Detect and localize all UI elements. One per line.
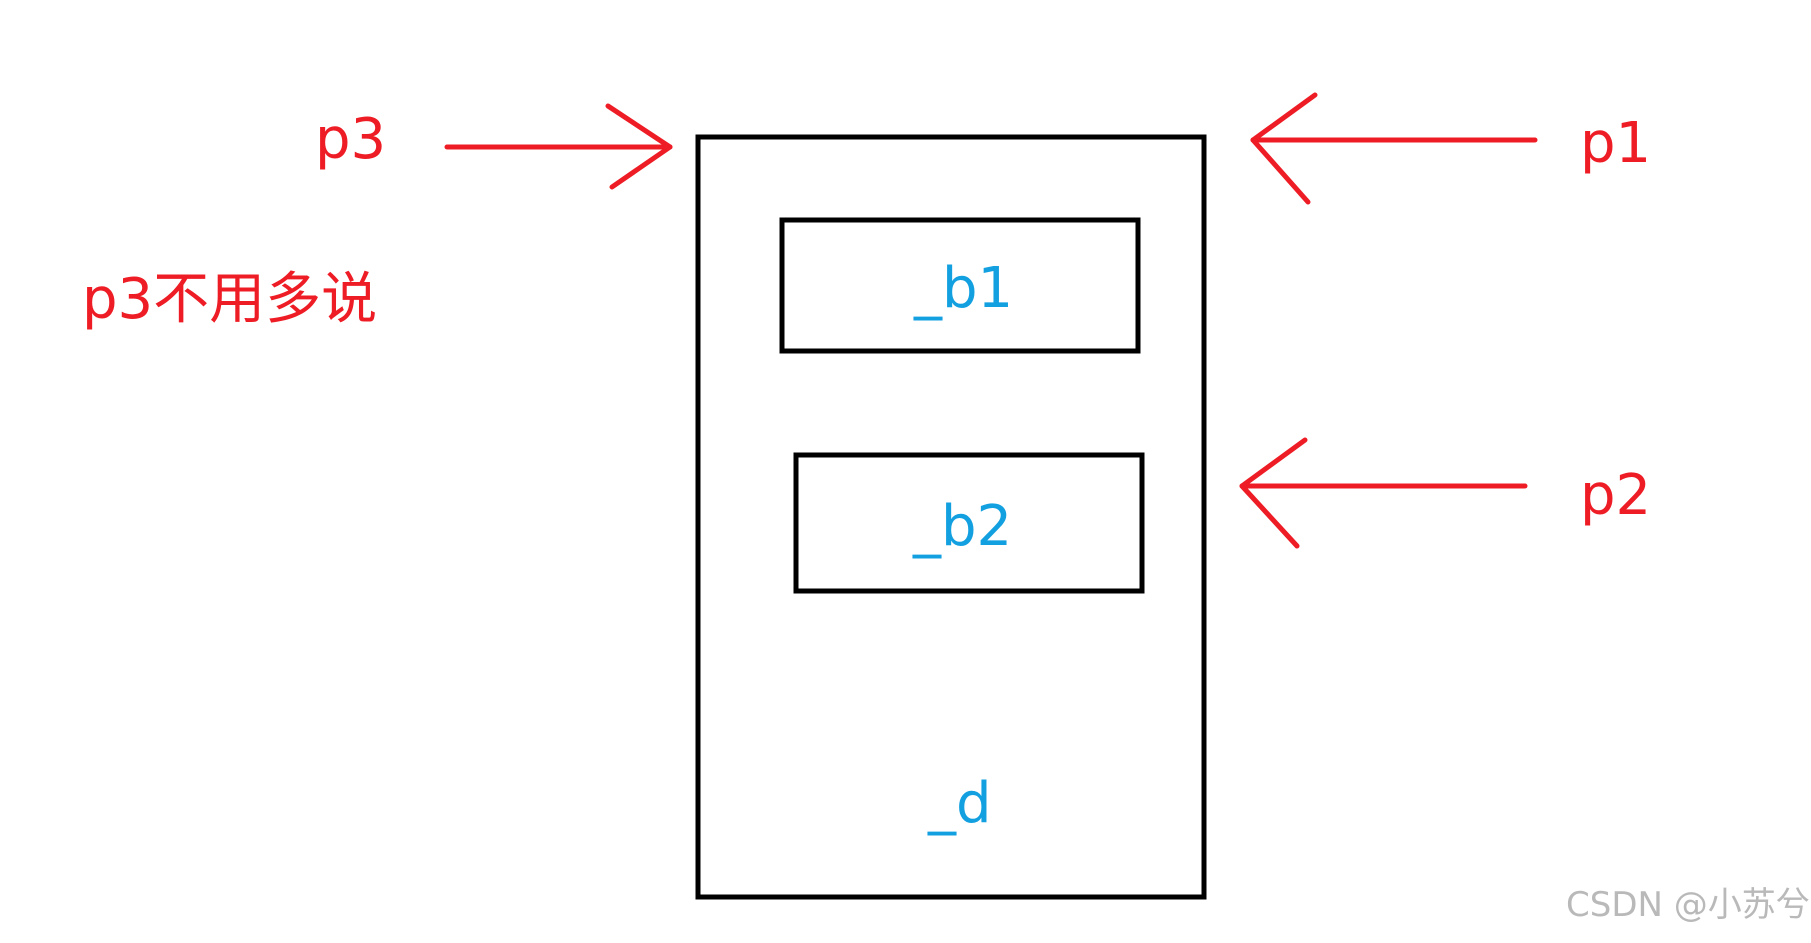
object-d-label: _d [928,771,992,836]
member-b1-box [779,217,1141,354]
member-b2-label: _b2 [913,494,1013,559]
p2-arrow-icon [1239,437,1528,549]
object-d-box [695,134,1207,900]
member-b2-box [793,452,1145,594]
p1-arrow-icon [1250,92,1538,205]
p3-arrow-icon [444,103,673,190]
p2-label: p2 [1580,463,1652,528]
p1-label: p1 [1580,111,1652,176]
member-b1-label: _b1 [914,256,1014,321]
p3-note-label: p3不用多说 [82,267,378,332]
csdn-watermark: CSDN @小苏兮 [1566,885,1810,925]
p3-label: p3 [315,107,387,172]
